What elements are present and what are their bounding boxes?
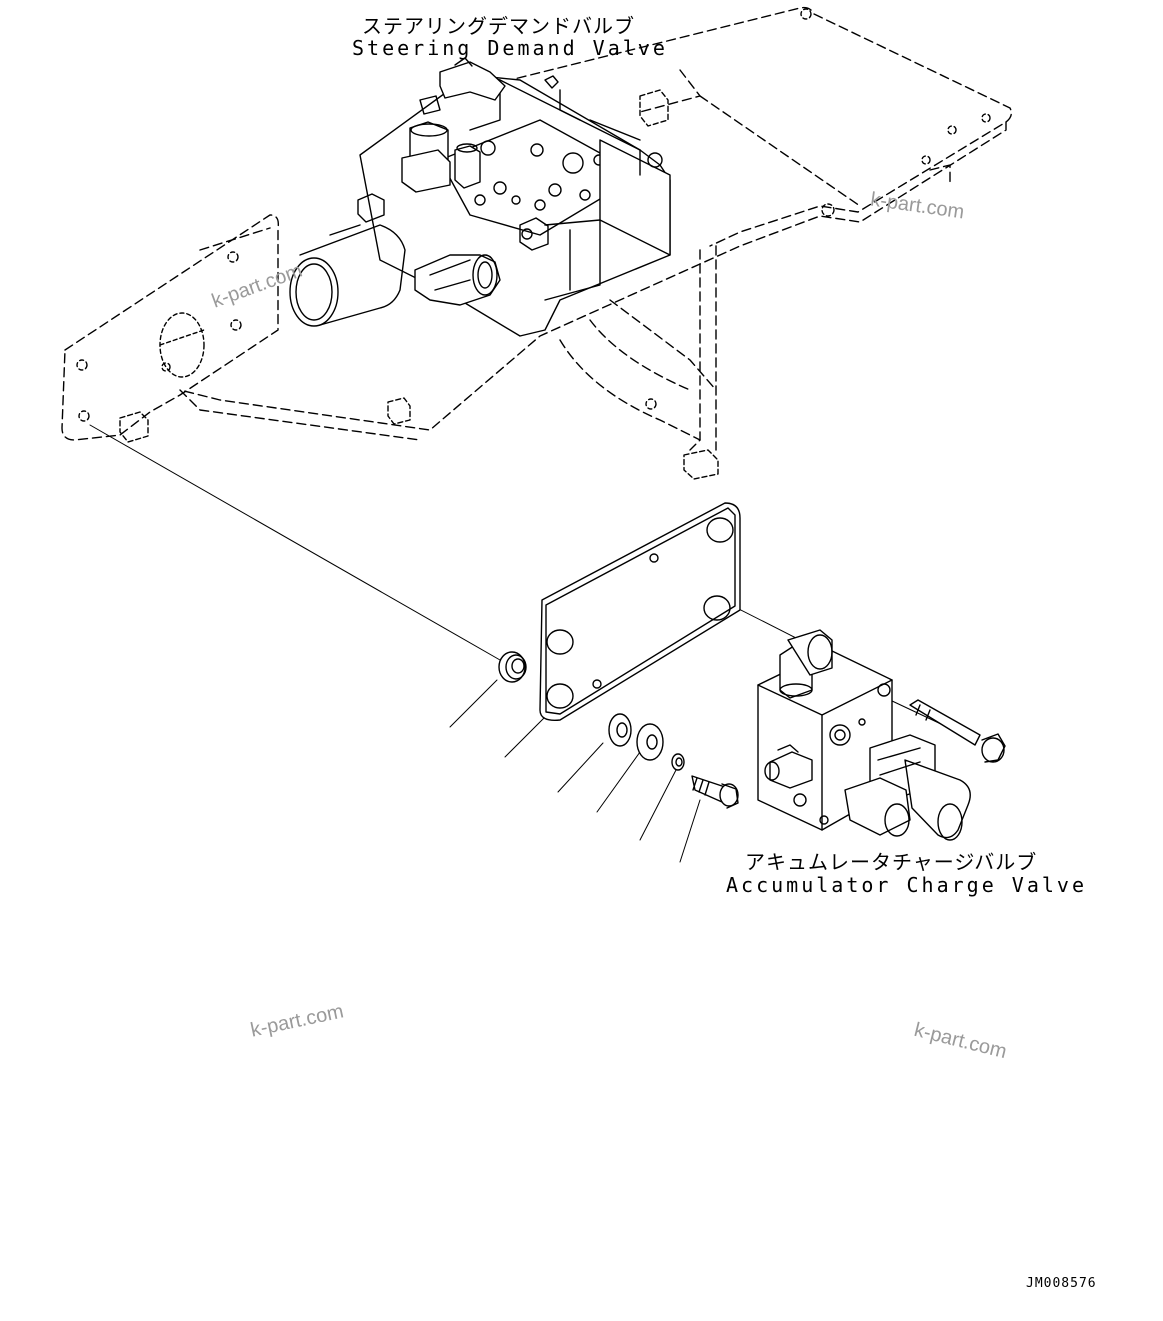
- washer-large-part: [608, 713, 632, 747]
- accumulator-charge-valve-label-en: Accumulator Charge Valve: [726, 873, 1087, 897]
- drawing-code: JM008576: [1026, 1276, 1097, 1291]
- steering-demand-valve-drawing: [289, 57, 671, 337]
- steering-demand-valve-label-en: Steering Demand Valve: [352, 36, 668, 60]
- frame-holes: [76, 8, 991, 422]
- lock-washer-part: [671, 753, 685, 771]
- accumulator-charge-valve-drawing: [757, 629, 1006, 841]
- grommet-part: [498, 651, 527, 683]
- mounting-plate-part: [539, 502, 741, 721]
- bolt-part: [691, 775, 739, 809]
- frame-blocks: [119, 89, 719, 480]
- accumulator-charge-valve-label-jp: アキュムレータチャージバルブ: [745, 850, 1038, 874]
- washer-flat-part: [636, 723, 664, 761]
- frame-bracket: [61, 6, 1013, 451]
- steering-demand-valve-label-jp: ステアリングデマンドバルブ: [362, 14, 635, 38]
